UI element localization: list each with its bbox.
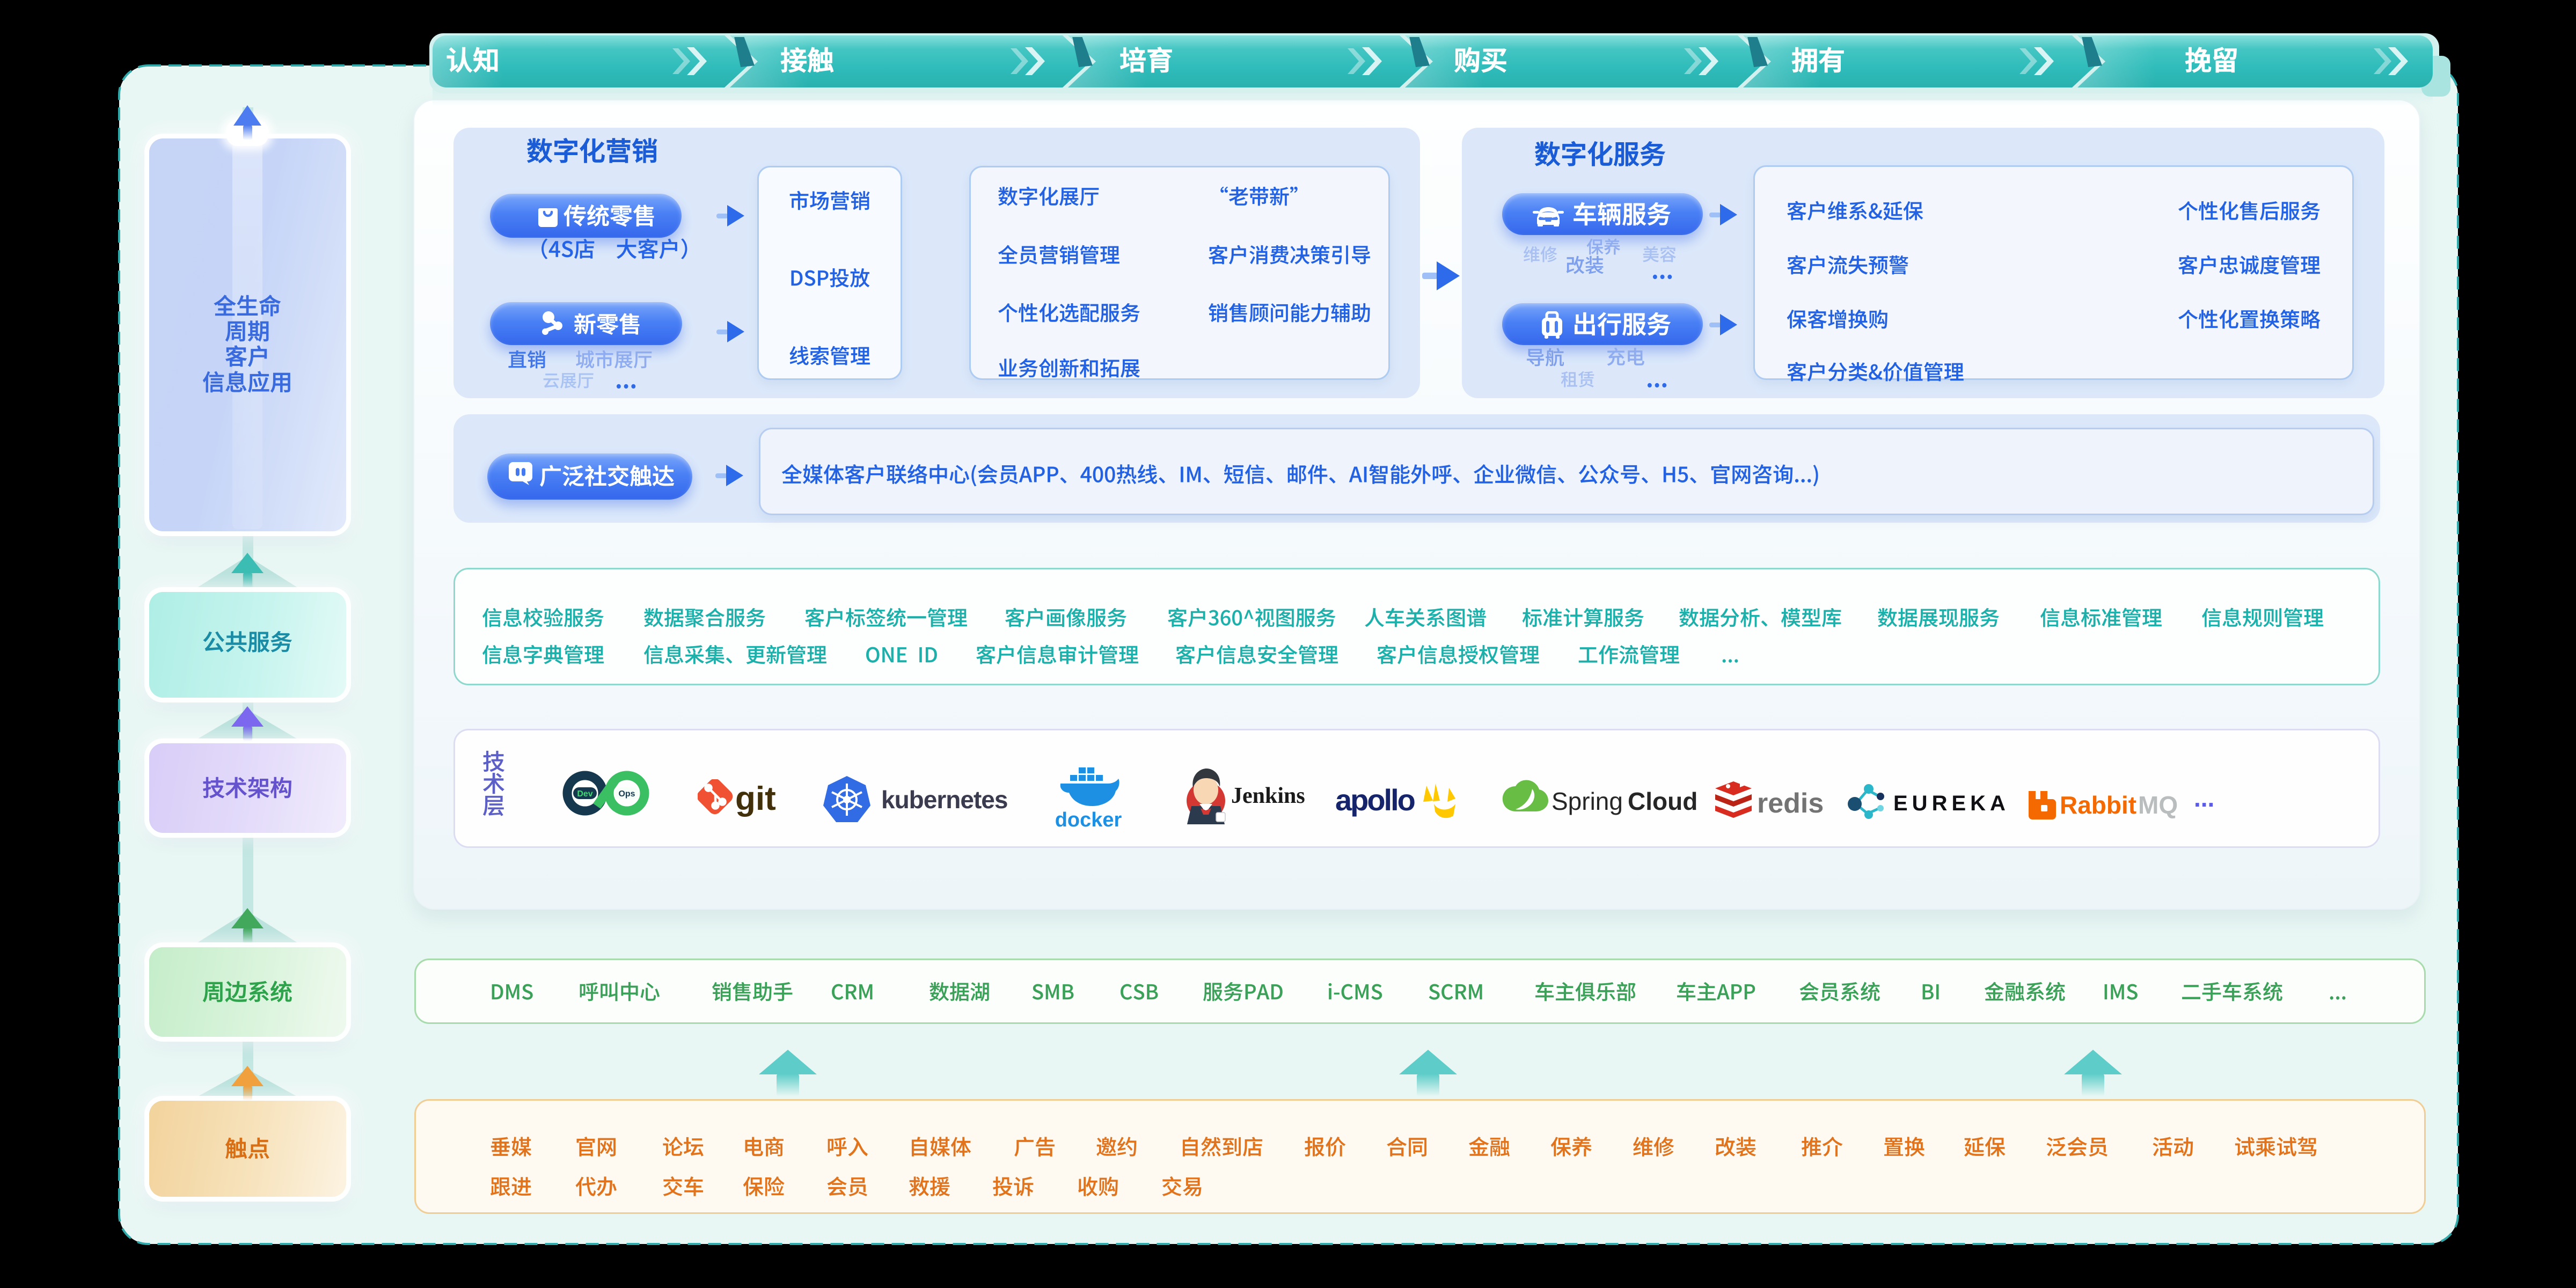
svg-text:redis: redis bbox=[1757, 788, 1824, 819]
svg-text:EUREKA: EUREKA bbox=[1893, 792, 2010, 815]
svg-text:Ops: Ops bbox=[618, 789, 635, 799]
svg-text:Spring: Spring bbox=[1552, 787, 1623, 815]
svg-text:Jenkins: Jenkins bbox=[1231, 784, 1305, 808]
svg-text:git: git bbox=[735, 780, 776, 817]
svg-text:Rabbit: Rabbit bbox=[2060, 791, 2136, 819]
svg-text:Cloud: Cloud bbox=[1628, 787, 1697, 815]
svg-text:kubernetes: kubernetes bbox=[881, 786, 1007, 814]
svg-text:apollo: apollo bbox=[1335, 783, 1415, 817]
svg-text:docker: docker bbox=[1055, 809, 1122, 831]
svg-text:MQ: MQ bbox=[2138, 791, 2178, 819]
svg-text:Dev: Dev bbox=[577, 789, 592, 799]
